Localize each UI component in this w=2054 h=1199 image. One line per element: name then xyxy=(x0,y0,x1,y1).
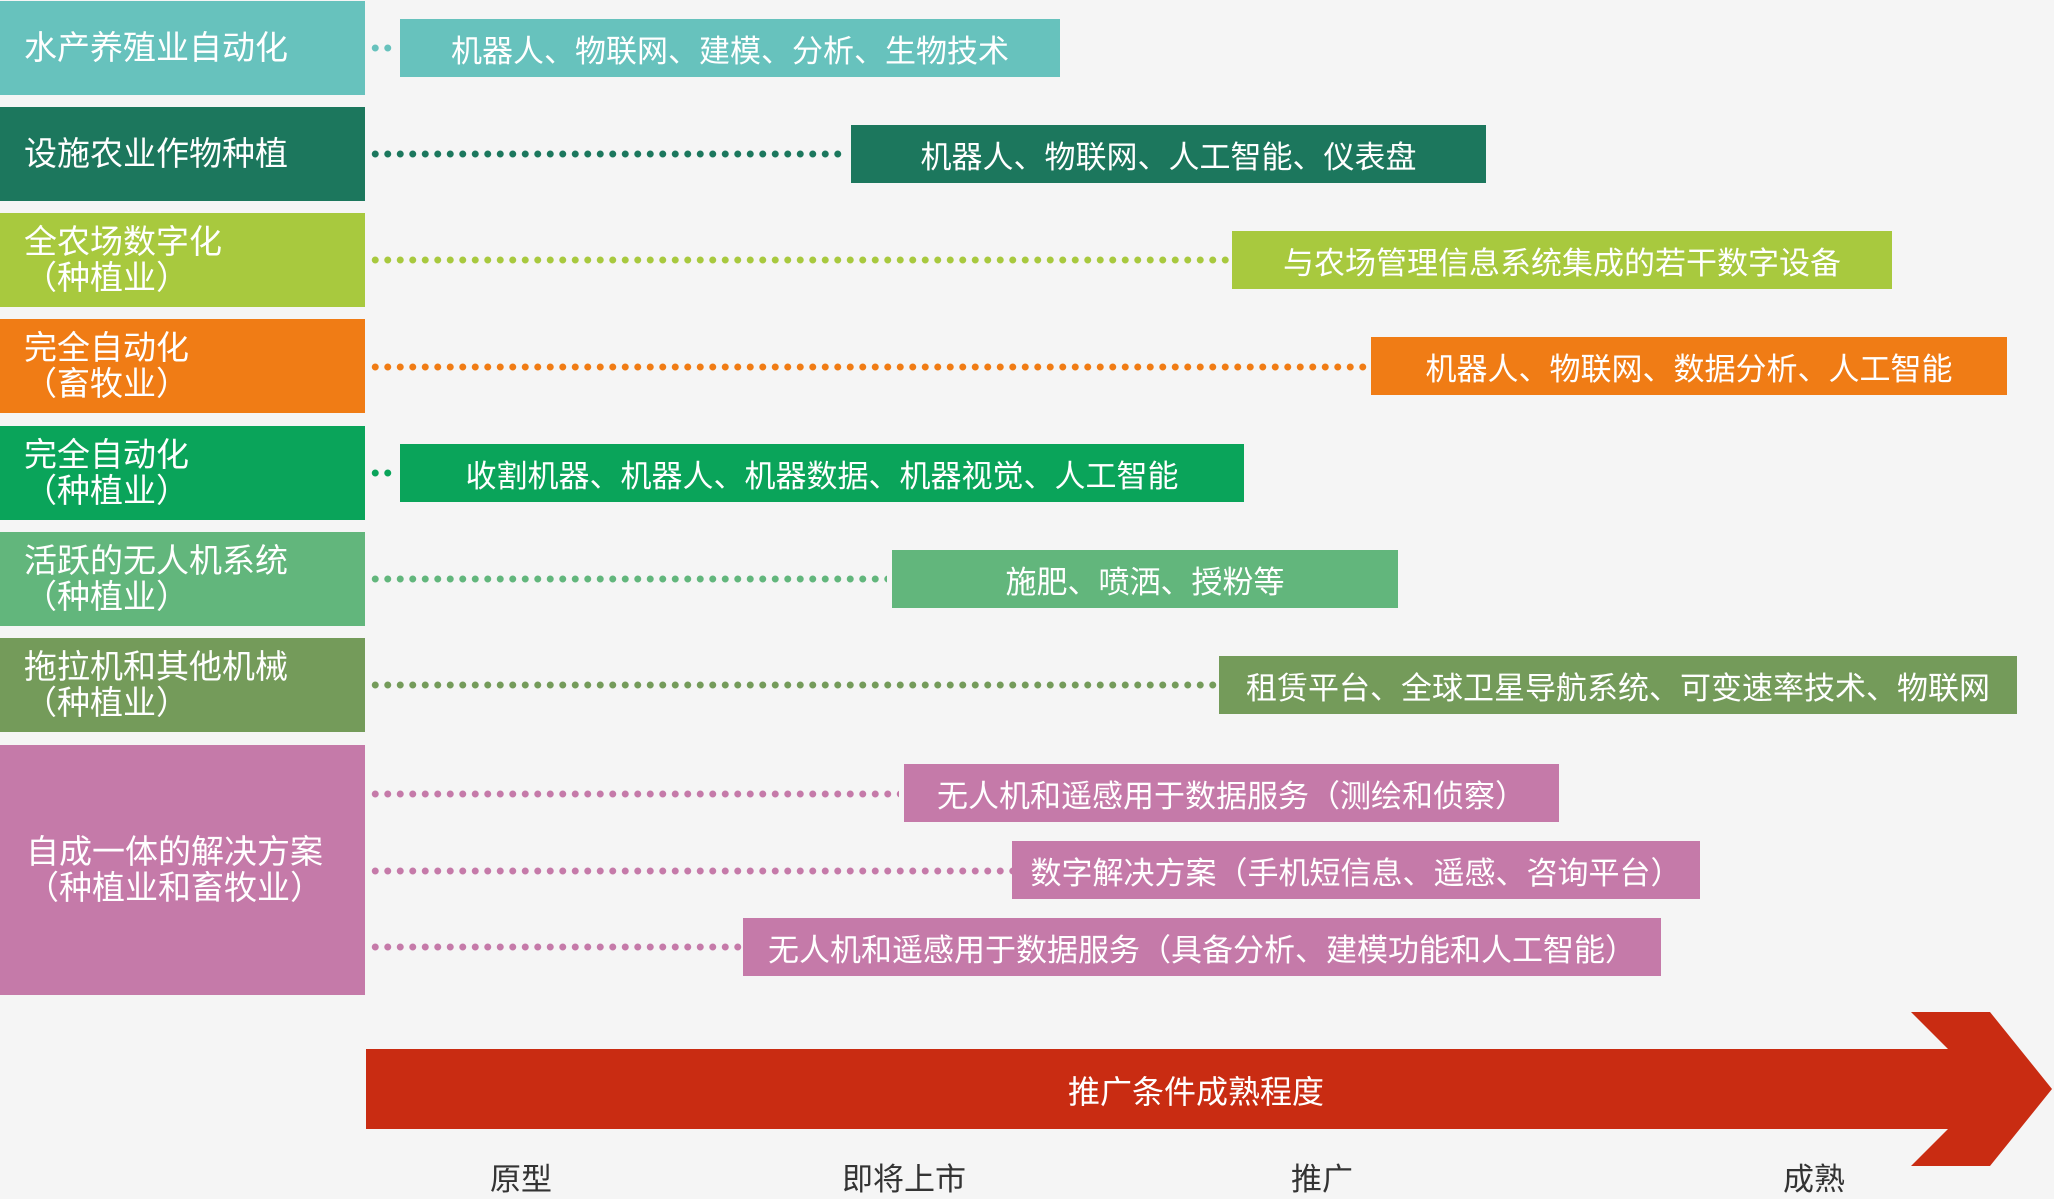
category-facility-crop: 设施农业作物种植 xyxy=(0,107,365,201)
tech-label: 机器人、物联网、建模、分析、生物技术 xyxy=(451,33,1009,70)
tech-label: 租赁平台、全球卫星导航系统、可变速率技术、物联网 xyxy=(1246,670,1990,707)
dotted-connector xyxy=(369,575,887,583)
category-label: 活跃的无人机系统 xyxy=(24,541,288,581)
dotted-connector xyxy=(369,867,1013,875)
dotted-connector xyxy=(369,943,743,951)
dotted-connector xyxy=(369,363,1368,371)
category-label: 完全自动化 xyxy=(24,328,189,368)
dotted-connector xyxy=(369,150,845,158)
arrow-label: 推广条件成熟程度 xyxy=(1067,1073,1324,1111)
stage-mature: 成熟 xyxy=(1783,1162,1845,1198)
tech-label: 无人机和遥感用于数据服务（测绘和侦察） xyxy=(937,778,1526,815)
dotted-connector xyxy=(369,681,1218,689)
category-drone-systems: 活跃的无人机系统 （种植业） xyxy=(0,532,365,626)
tech-bar-full-auto-crop: 收割机器、机器人、机器数据、机器视觉、人工智能 xyxy=(400,444,1244,502)
category-sublabel: （畜牧业） xyxy=(24,364,189,403)
arrow-shape xyxy=(366,1012,2052,1166)
category-integrated-solutions: 自成一体的解决方案 （种植业和畜牧业） xyxy=(0,745,365,995)
tech-bar-aquaculture: 机器人、物联网、建模、分析、生物技术 xyxy=(400,19,1060,77)
category-label: 设施农业作物种植 xyxy=(24,134,288,174)
tech-bar-drone-systems: 施肥、喷洒、授粉等 xyxy=(892,550,1398,608)
tech-bar-integrated-2: 数字解决方案（手机短信息、遥感、咨询平台） xyxy=(1012,841,1700,899)
tech-label: 机器人、物联网、人工智能、仪表盘 xyxy=(920,139,1417,176)
stage-scaling: 推广 xyxy=(1291,1162,1353,1198)
category-label: 自成一体的解决方案 xyxy=(26,832,323,872)
category-aquaculture: 水产养殖业自动化 xyxy=(0,1,365,95)
category-label: 拖拉机和其他机械 xyxy=(24,647,288,687)
tech-label: 收割机器、机器人、机器数据、机器视觉、人工智能 xyxy=(465,458,1179,495)
tech-label: 数字解决方案（手机短信息、遥感、咨询平台） xyxy=(1030,855,1682,892)
tech-label: 施肥、喷洒、授粉等 xyxy=(1005,564,1285,601)
dotted-connector xyxy=(369,256,1230,264)
tech-bar-tractors-machinery: 租赁平台、全球卫星导航系统、可变速率技术、物联网 xyxy=(1219,656,2017,714)
dotted-connector xyxy=(369,44,394,52)
category-tractors-machinery: 拖拉机和其他机械 （种植业） xyxy=(0,638,365,732)
tech-label: 机器人、物联网、数据分析、人工智能 xyxy=(1425,351,1953,388)
dotted-connector xyxy=(369,790,899,798)
category-sublabel: （种植业） xyxy=(24,577,189,616)
category-full-auto-crop: 完全自动化 （种植业） xyxy=(0,426,365,520)
stage-coming-to-market: 即将上市 xyxy=(842,1162,966,1198)
category-whole-farm-digital: 全农场数字化 （种植业） xyxy=(0,213,365,307)
category-label: 水产养殖业自动化 xyxy=(24,28,288,68)
dotted-connector xyxy=(369,469,394,477)
tech-bar-full-auto-livestock: 机器人、物联网、数据分析、人工智能 xyxy=(1371,337,2007,395)
tech-bar-integrated-1: 无人机和遥感用于数据服务（测绘和侦察） xyxy=(904,764,1559,822)
tech-bar-facility-crop: 机器人、物联网、人工智能、仪表盘 xyxy=(851,125,1486,183)
category-sublabel: （种植业） xyxy=(24,258,189,297)
category-sublabel: （种植业和畜牧业） xyxy=(26,868,323,907)
tech-label: 无人机和遥感用于数据服务（具备分析、建模功能和人工智能） xyxy=(768,932,1636,969)
tech-bar-integrated-3: 无人机和遥感用于数据服务（具备分析、建模功能和人工智能） xyxy=(743,918,1661,976)
category-sublabel: （种植业） xyxy=(24,683,189,722)
category-label: 完全自动化 xyxy=(24,435,189,475)
category-label: 全农场数字化 xyxy=(24,222,222,262)
category-full-auto-livestock: 完全自动化 （畜牧业） xyxy=(0,319,365,413)
tech-label: 与农场管理信息系统集成的若干数字设备 xyxy=(1283,245,1841,282)
category-sublabel: （种植业） xyxy=(24,471,189,510)
stage-prototype: 原型 xyxy=(490,1162,552,1198)
tech-bar-whole-farm-digital: 与农场管理信息系统集成的若干数字设备 xyxy=(1232,231,1892,289)
